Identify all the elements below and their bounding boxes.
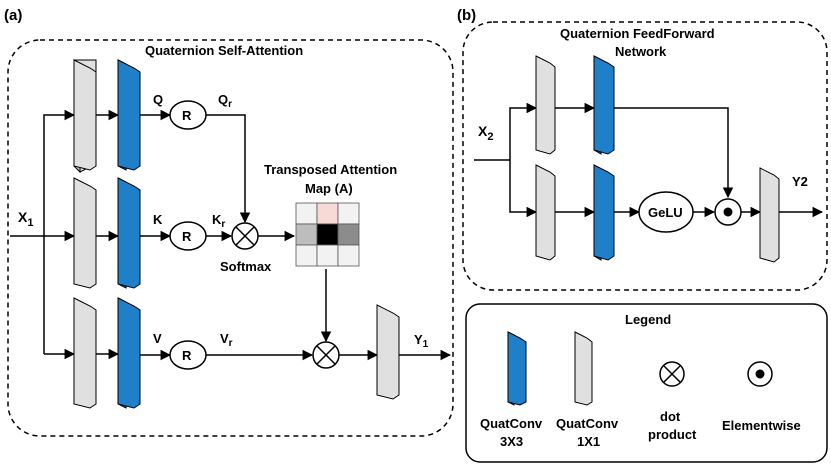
qr-label: Qr [218, 92, 232, 110]
panel-b-label: (b) [457, 7, 476, 24]
self-attention-border [7, 39, 454, 437]
attention-cell [316, 202, 339, 225]
input-x1-label: X1 [18, 209, 33, 229]
legend-quatconv-3x3-icon [507, 331, 527, 406]
ff-arrow-top-to-elementwise [614, 107, 734, 199]
ff-branch-top [509, 102, 538, 160]
ff-quatconv-1x1-out [759, 167, 780, 263]
attention-cell [337, 202, 360, 225]
rotation-node-k-label: R [182, 229, 192, 244]
legend-item1-line1: QuatConv [480, 416, 543, 431]
legend-quatconv-1x1-icon [574, 331, 593, 406]
quatconv-1x1-q [73, 58, 97, 174]
ff-quatconv-1x1-bottom [535, 164, 556, 261]
attention-cell [295, 223, 318, 246]
arrow-qr-to-dot [206, 114, 251, 224]
attention-title-line1: Transposed Attention [264, 162, 397, 177]
self-attention-title: Quaternion Self-Attention [145, 43, 303, 58]
softmax-label: Softmax [220, 259, 272, 274]
attention-cell [316, 223, 339, 246]
ff-branch-bottom [509, 160, 538, 218]
feedforward-title-line2: Network [615, 44, 667, 59]
rotation-node-q-label: R [182, 108, 192, 123]
vr-label: Vr [220, 331, 233, 349]
rotation-node-v-label: R [182, 348, 192, 363]
attention-cell [337, 244, 360, 267]
panel-a-label: (a) [4, 7, 22, 24]
attention-title-line2: Map (A) [305, 181, 353, 196]
legend-elementwise-icon [747, 361, 773, 387]
attention-map-grid [295, 202, 360, 267]
attention-cell [316, 244, 339, 267]
attention-cell [295, 244, 318, 267]
branch-line-q [43, 109, 76, 354]
kr-label: Kr [212, 212, 225, 230]
gelu-label: GeLU [648, 205, 683, 220]
output-y1-label: Y1 [414, 332, 429, 350]
quatconv-3x3-v [117, 297, 141, 409]
legend-title: Legend [625, 312, 671, 327]
quatconv-1x1-k [73, 177, 97, 289]
feedforward-border [462, 21, 828, 291]
dot-product-av [312, 341, 340, 369]
k-label: K [153, 212, 163, 227]
elementwise-node [714, 198, 742, 226]
q-label: Q [153, 92, 163, 107]
dot-product-qk [231, 222, 259, 250]
ff-quatconv-3x3-top [593, 55, 615, 155]
ff-quatconv-1x1-top [535, 55, 556, 155]
legend-item2-line2: 1X1 [577, 434, 600, 449]
v-label: V [153, 331, 162, 346]
attention-cell [295, 202, 318, 225]
legend-box [465, 303, 828, 463]
quatconv-1x1-v [73, 297, 97, 409]
attention-cell [337, 223, 360, 246]
input-x2-label: X2 [478, 123, 493, 143]
quatconv-3x3-q [117, 59, 141, 171]
legend-item4-line1: Elementwise [722, 418, 801, 433]
legend-item3-line1: dot [660, 409, 681, 424]
feedforward-title-line1: Quaternion FeedForward [560, 26, 715, 41]
legend-item2-line1: QuatConv [556, 416, 619, 431]
legend-item1-line2: 3X3 [500, 434, 523, 449]
ff-quatconv-3x3-bottom [593, 164, 615, 261]
legend-item3-line2: product [648, 427, 697, 442]
quatconv-3x3-k [117, 177, 141, 289]
quatconv-1x1-out [376, 304, 400, 400]
output-y2-label: Y2 [792, 174, 808, 189]
legend-dot-product-icon [659, 361, 685, 387]
